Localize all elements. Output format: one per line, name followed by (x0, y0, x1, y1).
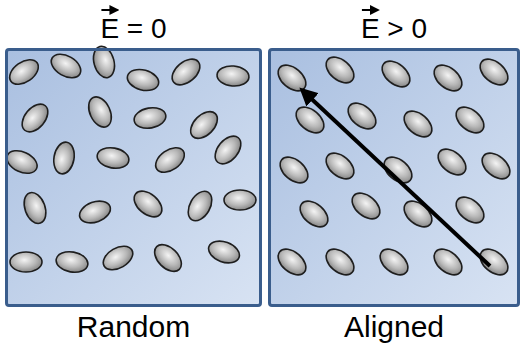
panel-box: E = 0Random (5, 48, 262, 307)
molecule (183, 187, 216, 225)
molecule (451, 192, 488, 228)
molecule (321, 52, 358, 88)
panel-fill (6, 49, 261, 306)
molecule (475, 244, 512, 280)
panel-fill (269, 49, 519, 306)
molecule (129, 186, 166, 222)
molecule (321, 148, 358, 184)
molecule (347, 188, 384, 224)
molecule (399, 106, 436, 142)
molecule (84, 93, 116, 130)
molecule (5, 55, 43, 90)
molecules (3, 44, 514, 280)
molecule (429, 244, 466, 280)
field-label-box: E = 0 (8, 15, 259, 43)
molecule (186, 107, 223, 144)
field-label-box: E > 0 (271, 15, 517, 43)
molecule (210, 131, 246, 168)
vector-arrow (362, 10, 378, 11)
molecule (206, 237, 243, 267)
molecule (377, 56, 414, 92)
molecule (47, 49, 85, 82)
molecule (477, 148, 514, 184)
field-label: E > 0 (361, 13, 427, 44)
molecule (475, 54, 512, 90)
molecule (399, 196, 436, 232)
molecule (167, 54, 204, 90)
molecule (96, 145, 131, 170)
panel-box: E > 0Aligned (268, 48, 520, 307)
molecule (10, 252, 42, 272)
vector-arrow (101, 10, 117, 11)
molecule (3, 146, 40, 178)
molecule (99, 241, 137, 274)
state-label-box: Aligned (271, 310, 517, 343)
field-label: E = 0 (100, 13, 166, 44)
molecule (321, 244, 358, 280)
molecule (375, 244, 412, 280)
molecule (295, 196, 332, 232)
molecule (273, 244, 310, 280)
state-label: Random (77, 310, 190, 343)
molecule (51, 141, 76, 176)
molecule (77, 197, 114, 227)
molecule (20, 190, 50, 227)
molecule (343, 98, 380, 134)
molecule (433, 144, 470, 180)
molecule (429, 60, 466, 96)
molecule (17, 99, 53, 136)
state-label-box: Random (8, 310, 259, 343)
state-label: Aligned (344, 310, 444, 343)
molecule (151, 143, 189, 178)
molecule (451, 102, 488, 138)
molecule (55, 249, 90, 274)
field-arrow (302, 90, 490, 266)
molecule (150, 240, 187, 277)
molecule (216, 65, 250, 88)
molecule (125, 66, 161, 94)
molecule (133, 105, 168, 130)
molecule (275, 152, 312, 188)
molecule (224, 190, 256, 210)
